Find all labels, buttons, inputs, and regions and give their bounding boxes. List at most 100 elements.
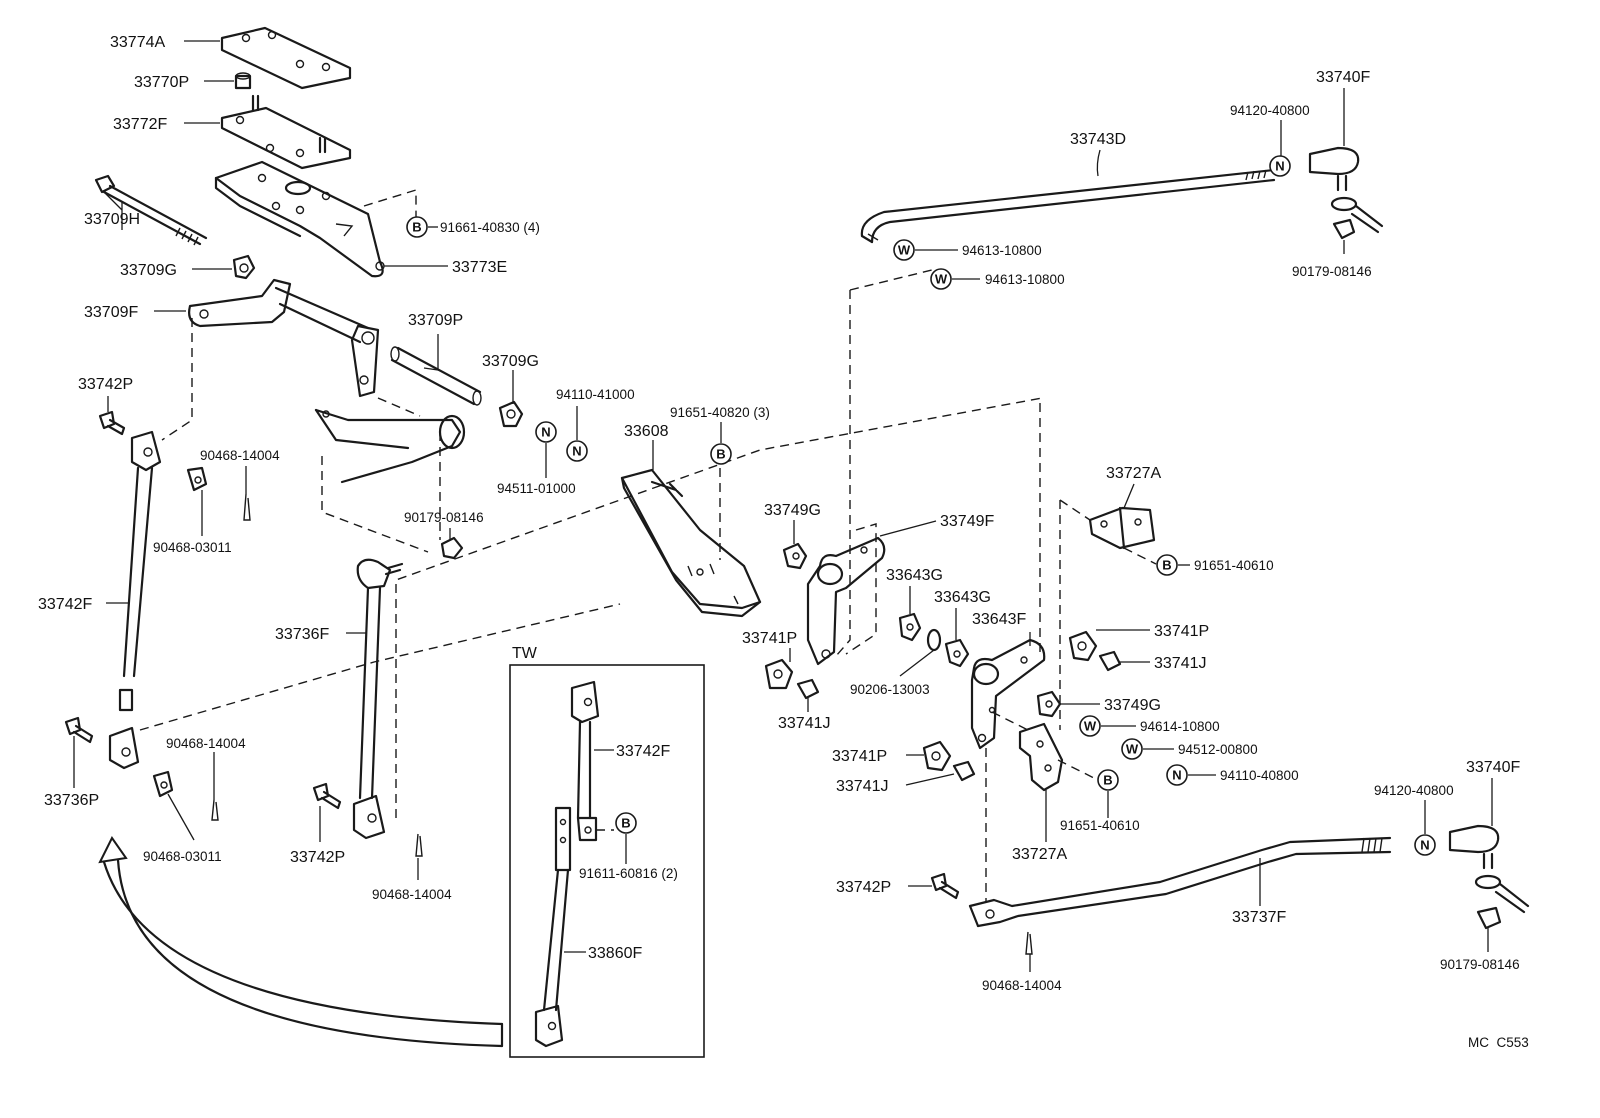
nut-33709G-lower <box>498 400 524 428</box>
bolt-33736P <box>64 716 94 744</box>
clevis-33742F-top <box>130 430 162 472</box>
bolt-symbol-91661: B <box>406 216 428 238</box>
label-90179-08146-mid: 90179-08146 <box>404 510 484 525</box>
bushing-33741P-b <box>922 740 952 772</box>
svg-text:B: B <box>716 447 725 462</box>
label-90179-08146-top: 90179-08146 <box>1292 264 1372 279</box>
washer-symbol-94613-a: W <box>893 239 915 261</box>
ball-joint-33740F-top <box>1308 146 1360 192</box>
svg-text:N: N <box>1172 768 1181 783</box>
nut-90179-bottom <box>1476 906 1502 930</box>
label-90468-14004-c: 90468-14004 <box>372 887 452 902</box>
label-33741J-a: 33741J <box>778 715 831 732</box>
label-33741J-c: 33741J <box>1154 655 1207 672</box>
washer-symbol-94512: W <box>1121 738 1143 760</box>
label-94613-10800-b: 94613-10800 <box>985 272 1065 287</box>
label-94120-40800-bottom: 94120-40800 <box>1374 783 1454 798</box>
bracket-33773E <box>214 160 417 278</box>
label-90468-14004-b: 90468-14004 <box>166 736 246 751</box>
label-94110-40800: 94110-40800 <box>1220 768 1299 783</box>
rod-33736F <box>358 586 382 800</box>
nut-90179-top <box>1332 218 1356 240</box>
bracket-33727A-lower <box>1018 722 1099 792</box>
guide-cable-top-left <box>835 290 851 657</box>
svg-text:W: W <box>1084 719 1097 734</box>
bracket-33727A-upper <box>1059 499 1157 730</box>
cable-33743D <box>860 168 1276 244</box>
label-33709F: 33709F <box>84 304 138 321</box>
bolt-symbol-91651-40610-b: B <box>1097 769 1119 791</box>
ball-joint-33736F-top <box>356 558 404 590</box>
clevis-33742F-bottom <box>108 726 140 770</box>
svg-text:N: N <box>541 425 550 440</box>
bolt-symbol-91651-40610-a: B <box>1156 554 1178 576</box>
label-33742P-bottom: 33742P <box>836 879 891 896</box>
svg-text:N: N <box>1275 159 1284 174</box>
link-33860F-tw <box>534 806 572 1048</box>
bolt-symbol-91611: B <box>615 812 637 834</box>
rod-33737F <box>968 836 1392 928</box>
label-33643F: 33643F <box>972 611 1026 628</box>
pin-90468-14004-a <box>243 493 251 521</box>
label-94511-01000: 94511-01000 <box>497 481 576 496</box>
bushing-33741P-c <box>1068 630 1098 662</box>
collar-33770P <box>234 72 252 90</box>
pin-90468-14004-d <box>1025 931 1033 955</box>
diagram-code: MC C553 <box>1468 1035 1529 1050</box>
label-33727A-lower: 33727A <box>1012 846 1067 863</box>
label-33709G-lower: 33709G <box>482 353 539 370</box>
svg-text:W: W <box>898 243 911 258</box>
label-90206-13003: 90206-13003 <box>850 682 930 697</box>
sleeve-33741J-c <box>1098 650 1122 672</box>
label-33737F: 33737F <box>1232 909 1286 926</box>
label-33741P-b: 33741P <box>832 748 887 765</box>
label-33736F: 33736F <box>275 626 329 643</box>
svg-text:B: B <box>1162 558 1171 573</box>
bushing-33741P-a <box>764 658 794 690</box>
label-33709P: 33709P <box>408 312 463 329</box>
label-94613-10800-a: 94613-10800 <box>962 243 1042 258</box>
label-91651-40610-a: 91651-40610 <box>1194 558 1274 573</box>
pin-90468-14004-c <box>415 833 423 857</box>
nut-symbol-94110-41000: N <box>566 440 588 462</box>
label-90468-14004-d: 90468-14004 <box>982 978 1062 993</box>
bolt-33709H <box>94 174 208 246</box>
washer-ring-top <box>1330 196 1384 234</box>
label-33772F: 33772F <box>113 116 167 133</box>
washer-ring-bottom <box>1474 874 1530 914</box>
label-91661-40830: 91661-40830 (4) <box>440 220 540 235</box>
nut-33709G-upper <box>232 254 256 280</box>
collar-33749G-lower <box>1036 690 1062 718</box>
nut-90179-mid <box>440 536 464 560</box>
label-33709G-upper: 33709G <box>120 262 177 279</box>
tw-variant-box <box>509 664 705 1058</box>
svg-text:B: B <box>412 220 421 235</box>
label-33727A-upper: 33727A <box>1106 465 1161 482</box>
bushing-33643G-b <box>944 638 970 668</box>
label-90179-08146-bottom: 90179-08146 <box>1440 957 1520 972</box>
label-33608: 33608 <box>624 423 669 440</box>
clip-90468-03011-b <box>152 770 174 798</box>
svg-text:W: W <box>1126 742 1139 757</box>
label-33860F: 33860F <box>588 945 642 962</box>
label-33749G-lower: 33749G <box>1104 697 1161 714</box>
label-33740F-top: 33740F <box>1316 69 1370 86</box>
shift-fork-lever <box>314 397 466 553</box>
ball-joint-33740F-bottom <box>1448 824 1500 870</box>
tw-reference-arrow <box>98 836 504 1048</box>
plate-33774A <box>220 26 352 90</box>
label-90468-03011-b: 90468-03011 <box>143 849 222 864</box>
label-33742P-upper: 33742P <box>78 376 133 393</box>
clevis-33736F-bottom <box>352 794 386 840</box>
label-91651-40610-b: 91651-40610 <box>1060 818 1140 833</box>
leader-lines <box>73 40 1493 972</box>
label-33741J-b: 33741J <box>836 778 889 795</box>
svg-text:B: B <box>1103 773 1112 788</box>
nut-symbol-94511: N <box>535 421 557 443</box>
label-91611-60816: 91611-60816 (2) <box>579 866 678 881</box>
link-33742F-tw <box>570 680 600 842</box>
pin-33709P <box>390 346 482 406</box>
label-33709H: 33709H <box>84 211 140 228</box>
nut-symbol-94120-top: N <box>1269 155 1291 177</box>
